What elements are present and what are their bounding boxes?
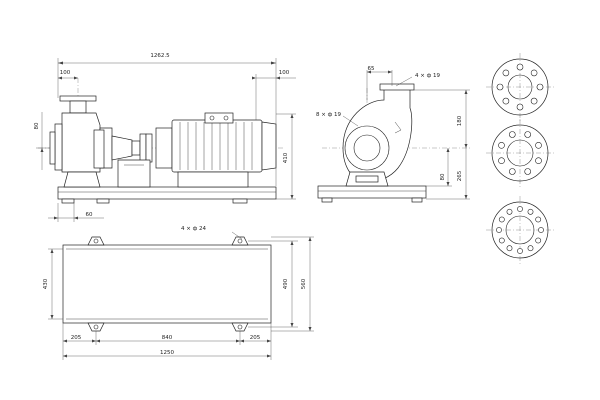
dim-shaft-height: 265 — [457, 170, 463, 181]
dim-hole-spacing: 840 — [162, 335, 173, 341]
flange-detail-middle — [486, 119, 554, 187]
dim-anchor-holes: 4 × ф 24 — [181, 226, 207, 232]
dim-total-height: 410 — [283, 152, 289, 163]
dim-center-offset: 65 — [368, 66, 375, 72]
base-plate — [62, 244, 272, 324]
motor-body — [171, 119, 263, 173]
base-foot-left — [61, 198, 75, 204]
dim-total-length: 1262.5 — [150, 53, 170, 59]
side-base-frame — [57, 186, 277, 200]
suction-bore — [353, 134, 381, 162]
motor-fan-cover — [261, 121, 277, 171]
coupling-half-b — [145, 133, 153, 163]
base-foot-right — [232, 198, 248, 204]
dim-upper-height: 180 — [457, 115, 463, 126]
front-base — [317, 185, 427, 199]
terminal-box — [204, 112, 234, 124]
dim-outer-width: 560 — [301, 278, 307, 289]
dim-suction-holes: 8 × ф 19 — [316, 112, 342, 118]
discharge-neck — [69, 100, 87, 114]
discharge-flange — [59, 95, 97, 102]
front-foot-right — [411, 197, 423, 203]
dim-width: 490 — [283, 278, 289, 289]
dim-flange-height: 80 — [34, 122, 40, 129]
base-foot-mid — [96, 198, 110, 204]
motor-flange — [155, 127, 173, 169]
front-view: 65 4 × ф 19 8 × ф 19 180 80 265 — [316, 66, 470, 203]
suction-nozzle — [49, 131, 56, 165]
dim-left-edge: 205 — [71, 335, 82, 341]
dim-lower-height: 80 — [440, 173, 446, 180]
front-discharge-flange — [379, 83, 415, 91]
side-view: 1262.5 100 100 80 410 60 — [34, 53, 296, 222]
base-plan-view: 4 × ф 24 430 490 560 205 840 205 1250 — [43, 226, 314, 360]
front-foot-left — [321, 197, 333, 203]
dim-right-edge: 205 — [250, 335, 261, 341]
pump-support — [63, 171, 101, 188]
coupling-half-a — [139, 133, 147, 163]
motor-feet — [177, 171, 249, 188]
pump-cover — [93, 129, 105, 169]
flange-detail-bottom — [486, 196, 554, 264]
dim-right-offset: 100 — [279, 70, 290, 76]
dim-base-length: 1250 — [160, 350, 174, 356]
front-support-pad — [355, 175, 379, 183]
dim-left-offset: 100 — [60, 70, 71, 76]
suction-flange — [54, 123, 63, 171]
coupling-pedestal — [117, 159, 151, 188]
dim-foot: 60 — [86, 212, 93, 218]
bearing-housing — [111, 135, 133, 161]
flange-detail-top — [486, 53, 554, 121]
dim-inner-width: 430 — [43, 278, 49, 289]
dim-discharge-holes: 4 × ф 19 — [415, 73, 441, 79]
shaft — [131, 140, 141, 156]
flange-details — [486, 53, 554, 264]
